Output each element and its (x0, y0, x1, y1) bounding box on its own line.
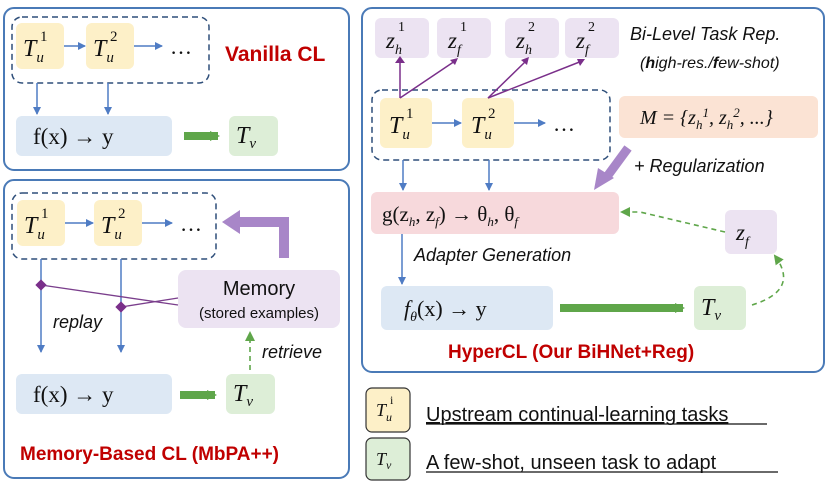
svg-text:Tu: Tu (376, 400, 392, 424)
hypercl-title: HyperCL (Our BiHNet+Reg) (448, 342, 694, 363)
generator-box (371, 192, 619, 234)
memory-title: Memory (223, 278, 295, 300)
memory-target-task (226, 374, 275, 414)
z-f1-box (437, 18, 491, 58)
vanilla-target-task (229, 116, 278, 156)
svg-text:Tu: Tu (471, 113, 492, 143)
hypercl-target-task (694, 286, 746, 330)
svg-text:2: 2 (118, 206, 126, 222)
svg-text:1: 1 (460, 20, 467, 35)
vanilla-ellipsis: … (170, 34, 192, 59)
hypercl-ellipsis: … (553, 111, 575, 136)
z-h1-box (375, 18, 429, 58)
memory-model-box (16, 374, 172, 414)
svg-text:Tu: Tu (24, 213, 45, 243)
regularization-label: + Regularization (634, 156, 765, 176)
z-h2-box (505, 18, 559, 58)
svg-text:Tu: Tu (23, 36, 44, 66)
legend-target-swatch (365, 437, 411, 481)
svg-text:2: 2 (110, 29, 118, 45)
memory-cl-panel: Tu 1 Tu 2 … Memory (stored examples) rep… (3, 179, 350, 479)
memory-task-group (11, 192, 217, 260)
svg-text:1: 1 (41, 206, 49, 222)
legend-upstream-swatch (365, 387, 411, 433)
bilevel-title: Bi-Level Task Rep. (630, 24, 780, 44)
svg-text:zf: zf (447, 28, 463, 58)
zf-box (725, 210, 777, 254)
svg-text:Tu: Tu (101, 213, 122, 243)
memory-model: f(x) → y (33, 382, 114, 407)
vanilla-task-group (11, 16, 210, 84)
vanilla-model: f(x) → y (33, 124, 114, 149)
memory-ellipsis: … (180, 211, 202, 236)
replay-label: replay (53, 312, 103, 332)
memory-task-2 (94, 200, 142, 246)
memory-task-1 (17, 200, 65, 246)
svg-text:Tv: Tv (236, 123, 256, 152)
hypercl-model: fθ(x) → y (404, 296, 487, 325)
svg-text:2: 2 (488, 106, 496, 122)
svg-text:Tv: Tv (376, 449, 392, 472)
memory-subtitle: (stored examples) (199, 305, 319, 322)
svg-text:Tu: Tu (93, 36, 114, 66)
memory-write-arrow (238, 217, 289, 258)
adapter-generation-label: Adapter Generation (413, 245, 571, 265)
hypercl-task-1 (380, 98, 432, 148)
memory-set-box (619, 96, 818, 138)
retrieve-label: retrieve (262, 342, 322, 362)
svg-text:zh: zh (385, 28, 402, 58)
svg-text:Tu: Tu (389, 113, 410, 143)
svg-text:1: 1 (398, 20, 405, 35)
vanilla-task-2 (86, 23, 134, 69)
vanilla-model-box (16, 116, 172, 156)
svg-text:zf: zf (575, 28, 591, 58)
svg-text:Tv: Tv (233, 381, 253, 410)
memory-set: M = {zh1, zh2, ...} (639, 105, 773, 132)
vanilla-task-1 (16, 23, 64, 69)
legend-target-text: A few-shot, unseen task to adapt (426, 452, 717, 474)
z-f2-box (565, 18, 619, 58)
svg-text:2: 2 (588, 20, 595, 35)
legend: Tu i Upstream continual-learning tasks T… (365, 387, 778, 481)
svg-text:1: 1 (40, 29, 48, 45)
svg-text:zf: zf (735, 220, 751, 250)
svg-text:1: 1 (406, 106, 414, 122)
svg-text:2: 2 (528, 20, 535, 35)
svg-text:i: i (390, 393, 394, 407)
svg-text:zh: zh (515, 28, 532, 58)
hypercl-model-box (381, 286, 553, 330)
legend-upstream-text: Upstream continual-learning tasks (426, 404, 728, 426)
vanilla-cl-panel: Tu 1 Tu 2 … Vanilla CL f(x) → y Tv (3, 7, 350, 171)
hypercl-panel: zh 1 zf 1 zh 2 zf 2 Bi-Level Task Rep. (… (361, 7, 825, 373)
vanilla-title: Vanilla CL (225, 43, 326, 66)
memory-box (178, 270, 340, 328)
svg-text:Tv: Tv (701, 295, 721, 324)
hypercl-task-2 (462, 98, 514, 148)
bilevel-subtitle: (high-res./few-shot) (640, 55, 780, 72)
generator-formula: g(zh, zf) → θh, θf (382, 202, 520, 229)
memory-title-label: Memory-Based CL (MbPA++) (20, 444, 279, 465)
